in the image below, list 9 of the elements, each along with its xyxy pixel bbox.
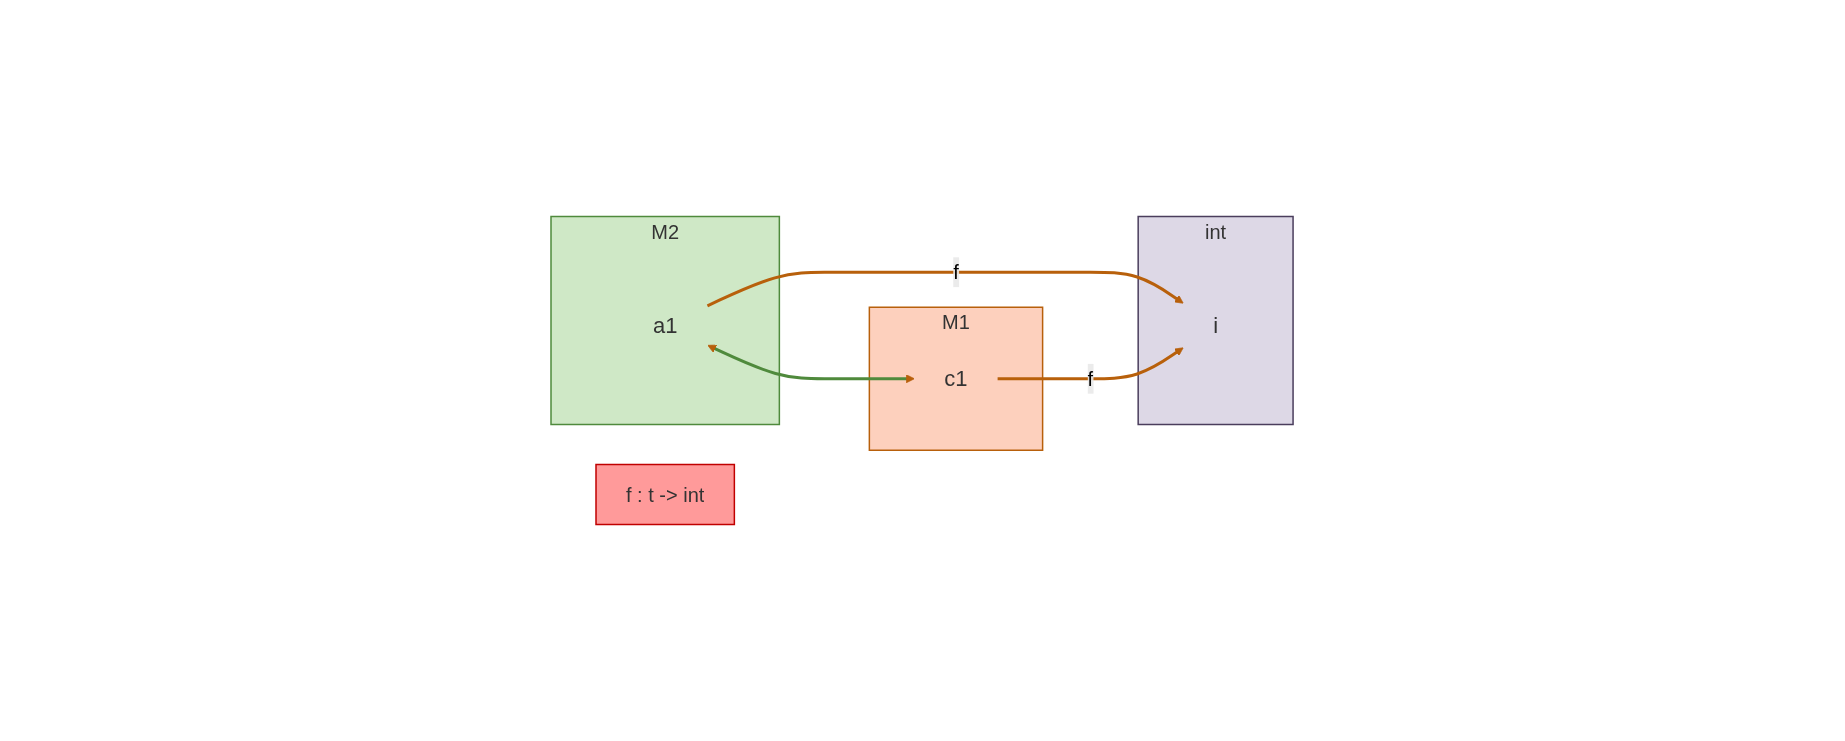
arrow	[707, 270, 1185, 308]
node-text: i	[1213, 313, 1219, 338]
arrow	[998, 347, 1185, 381]
edge-label: f	[953, 261, 960, 284]
arrow	[707, 344, 916, 384]
edge-label: f	[1088, 367, 1094, 390]
node-text: a1	[653, 313, 678, 338]
node-box: f : t -> int	[595, 463, 736, 526]
node-text: c1	[944, 366, 969, 392]
